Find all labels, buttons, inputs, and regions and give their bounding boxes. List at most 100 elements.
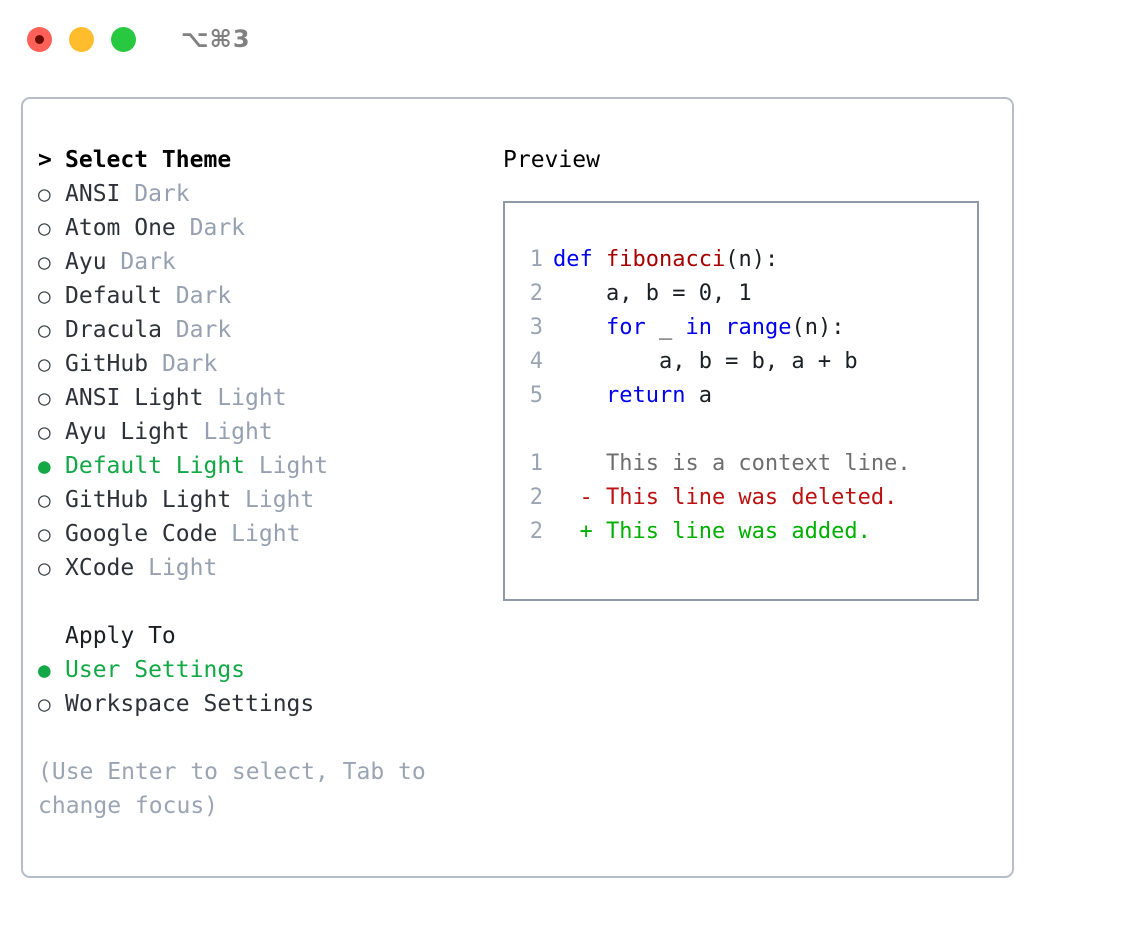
diff-text: + This line was added. [553,519,871,544]
radio-unselected-icon: ○ [38,522,51,546]
code-line: 5 return a [517,379,977,413]
keyboard-shortcut-label: ⌥⌘3 [181,25,251,53]
radio-selected-icon: ● [38,658,51,682]
line-number: 2 [529,519,543,544]
code-line: 1 def fibonacci(n): [517,243,977,277]
theme-list-item[interactable]: ○Ayu Dark [38,245,468,279]
title-bar: ⌥⌘3 [0,0,1140,78]
diff-line: 2 + This line was added. [517,515,977,549]
diff-line: 2 - This line was deleted. [517,481,977,515]
select-theme-heading: > Select Theme [38,143,468,177]
theme-variant-tag: Dark [148,351,218,377]
radio-unselected-icon: ○ [38,556,51,580]
code-token: for [605,315,646,340]
theme-name: GitHub [65,351,149,377]
line-number: 1 [529,247,543,272]
theme-variant-tag: Light [217,521,301,547]
code-text: return a [553,379,712,413]
dialog-panel: > Select Theme ○ANSI Dark○Atom One Dark○… [21,97,1014,878]
theme-variant-tag: Light [231,487,315,513]
theme-name: ANSI [65,181,121,207]
theme-name: Ayu [65,249,107,275]
radio-unselected-icon: ○ [38,284,51,308]
apply-to-item-label: User Settings [65,657,246,683]
maximize-button[interactable] [111,26,136,52]
code-token [553,315,606,340]
theme-variant-tag: Dark [161,283,232,309]
radio-unselected-icon: ○ [38,182,51,206]
code-line: 2 a, b = 0, 1 [517,277,977,311]
minimize-button[interactable] [69,26,94,52]
apply-to-item[interactable]: ● User Settings [38,653,468,687]
code-text: for _ in range(n): [553,311,844,345]
code-token: a, b = b, a + b [553,349,858,374]
code-token: fibonacci [605,247,726,272]
theme-list-item[interactable]: ○ GitHub Dark [38,347,468,381]
code-text: def fibonacci(n): [553,243,778,277]
code-diff-separator [517,413,977,447]
theme-name: Default Light [65,453,246,479]
theme-list: ○ANSI Dark○Atom One Dark○Ayu Dark○Defaul… [38,177,468,585]
diff-line: 1 This is a context line. [517,447,977,481]
theme-variant-tag: Dark [175,215,246,241]
list-gap [38,585,468,619]
keyboard-hint: (Use Enter to select, Tab to change focu… [38,759,440,819]
code-token: return [605,383,686,408]
theme-list-item[interactable]: ○ XCode Light [38,551,468,585]
theme-list-item[interactable]: ○ Google Code Light [38,517,468,551]
apply-to-label: Apply To [65,623,176,649]
line-number: 1 [529,451,543,476]
code-line: 3 for _ in range(n): [517,311,977,345]
code-token [712,315,725,340]
radio-unselected-icon: ○ [38,352,51,376]
theme-name: Atom One [65,215,176,241]
radio-unselected-icon: ○ [38,386,51,410]
theme-list-item[interactable]: ○Default Dark [38,279,468,313]
apply-to-item[interactable]: ○Workspace Settings [38,687,468,721]
radio-selected-icon: ● [38,454,51,478]
line-number: 2 [529,281,543,306]
theme-list-item[interactable]: ○ ANSI Light Light [38,381,468,415]
apply-to-heading: Apply To [38,619,468,653]
radio-unselected-icon: ○ [38,692,51,716]
code-token: def [553,247,606,272]
hint-gap [38,721,468,755]
code-token: (n): [791,315,845,340]
line-number: 4 [529,349,543,374]
code-token: a [685,383,712,408]
theme-name: ANSI Light [65,385,204,411]
code-token: a, b = 0, 1 [553,281,752,306]
theme-list-item[interactable]: ○Ayu Light Light [38,415,468,449]
theme-variant-tag: Light [245,453,329,479]
theme-picker-column: > Select Theme ○ANSI Dark○Atom One Dark○… [38,143,468,823]
theme-name: Google Code [65,521,218,547]
radio-unselected-icon: ○ [38,420,51,444]
theme-name: XCode [65,555,135,581]
theme-list-item[interactable]: ○ GitHub Light Light [38,483,468,517]
theme-list-item[interactable]: ● Default Light Light [38,449,468,483]
diff-text: This is a context line. [553,451,911,476]
diff-sample: 1 This is a context line.2 - This line w… [517,447,977,549]
theme-variant-tag: Light [134,555,218,581]
theme-list-item[interactable]: ○Dracula Dark [38,313,468,347]
code-token: (n): [725,247,779,272]
line-number: 2 [529,485,543,510]
preview-heading: Preview [503,147,600,173]
theme-variant-tag: Dark [120,181,190,207]
diff-text: - This line was deleted. [553,485,898,510]
code-text: a, b = 0, 1 [553,277,752,311]
theme-name: GitHub Light [65,487,232,513]
close-button[interactable] [27,26,52,52]
theme-name: Ayu Light [65,419,190,445]
theme-list-item[interactable]: ○ ANSI Dark [38,177,468,211]
radio-unselected-icon: ○ [38,488,51,512]
theme-list-item[interactable]: ○Atom One Dark [38,211,468,245]
line-number: 3 [529,315,543,340]
theme-variant-tag: Light [203,385,287,411]
code-text: a, b = b, a + b [553,345,858,379]
code-token: range [725,315,792,340]
